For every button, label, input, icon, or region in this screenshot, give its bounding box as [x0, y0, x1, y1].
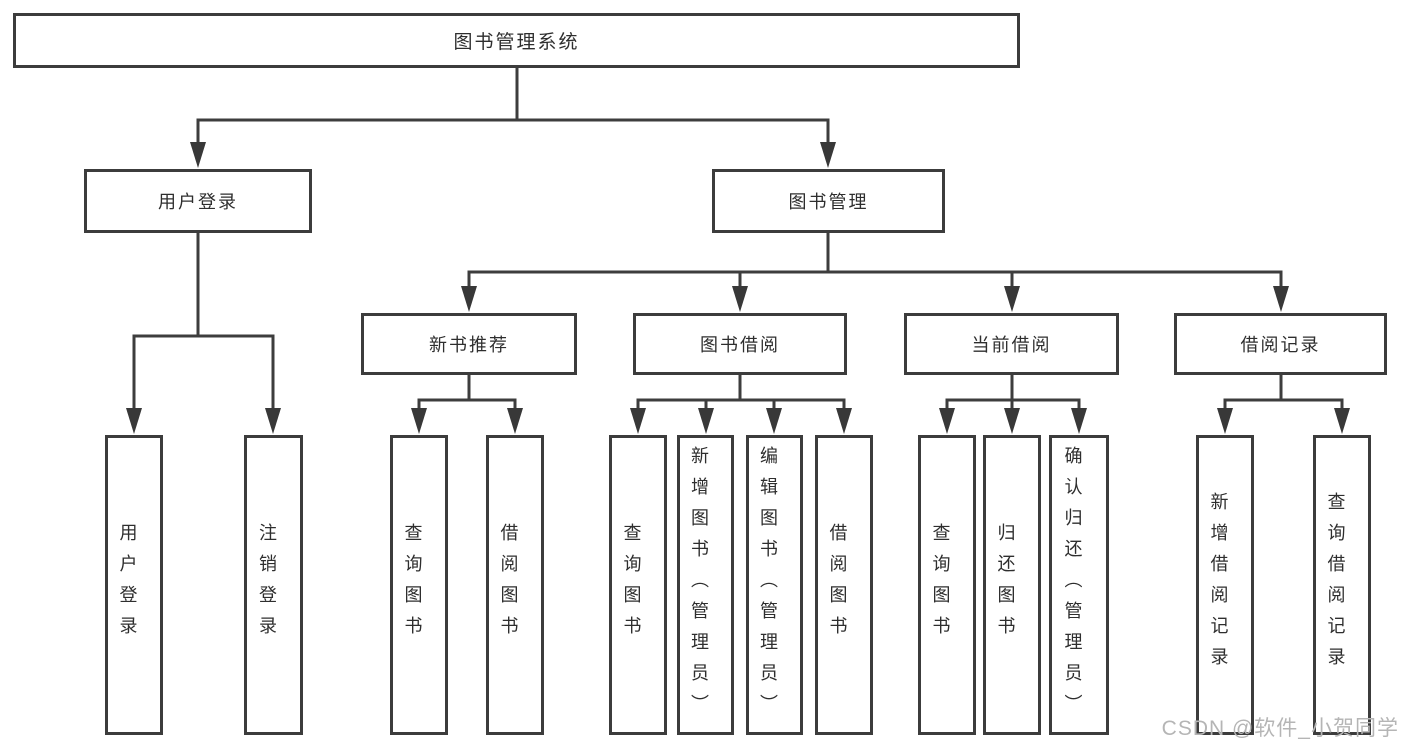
leaf-borrow-add-book: 新增图书（管理员）: [677, 435, 734, 735]
leaf-current-query-book-label: 查询图书: [930, 523, 951, 647]
leaf-user-login-label: 用户登录: [117, 523, 138, 647]
node-book-management: 图书管理: [712, 169, 945, 233]
connector-borrow-records: [1217, 375, 1350, 434]
leaf-borrow-query-book-label: 查询图书: [621, 523, 642, 647]
leaf-logout: 注销登录: [244, 435, 303, 735]
node-user-login: 用户登录: [84, 169, 312, 233]
leaf-borrow-edit-book-label: 编辑图书（管理员）: [758, 445, 778, 725]
leaf-recommend-query-book: 查询图书: [390, 435, 448, 735]
leaf-borrow-edit-book: 编辑图书（管理员）: [746, 435, 803, 735]
leaf-current-confirm-return-label: 确认归还（管理员）: [1062, 445, 1083, 725]
connector-user-login: [126, 233, 281, 434]
watermark: CSDN @软件_小贺同学: [1161, 717, 1399, 740]
node-root: 图书管理系统: [13, 13, 1020, 68]
leaf-record-query: 查询借阅记录: [1313, 435, 1371, 735]
leaf-recommend-query-book-label: 查询图书: [402, 523, 423, 647]
leaf-borrow-borrow-book-label: 借阅图书: [827, 523, 848, 647]
connector-book-management: [461, 233, 1289, 312]
leaf-current-return-book-label: 归还图书: [995, 523, 1016, 647]
leaf-record-query-label: 查询借阅记录: [1325, 492, 1346, 678]
leaf-borrow-add-book-label: 新增图书（管理员）: [689, 445, 709, 725]
connector-root: [190, 68, 836, 168]
leaf-record-add-label: 新增借阅记录: [1208, 492, 1229, 678]
leaf-borrow-query-book: 查询图书: [609, 435, 667, 735]
leaf-current-return-book: 归还图书: [983, 435, 1041, 735]
node-current-borrow: 当前借阅: [904, 313, 1119, 375]
node-book-borrow: 图书借阅: [633, 313, 847, 375]
node-borrow-records: 借阅记录: [1174, 313, 1387, 375]
leaf-record-add: 新增借阅记录: [1196, 435, 1254, 735]
leaf-borrow-borrow-book: 借阅图书: [815, 435, 873, 735]
node-new-book-recommend: 新书推荐: [361, 313, 577, 375]
leaf-logout-label: 注销登录: [257, 523, 277, 647]
connector-book-borrow: [630, 375, 852, 434]
leaf-current-query-book: 查询图书: [918, 435, 976, 735]
leaf-user-login: 用户登录: [105, 435, 163, 735]
connector-current-borrow: [939, 375, 1087, 434]
leaf-current-confirm-return: 确认归还（管理员）: [1049, 435, 1109, 735]
leaf-recommend-borrow-book: 借阅图书: [486, 435, 544, 735]
leaf-recommend-borrow-book-label: 借阅图书: [498, 523, 519, 647]
connector-new-book-recommend: [411, 375, 523, 434]
